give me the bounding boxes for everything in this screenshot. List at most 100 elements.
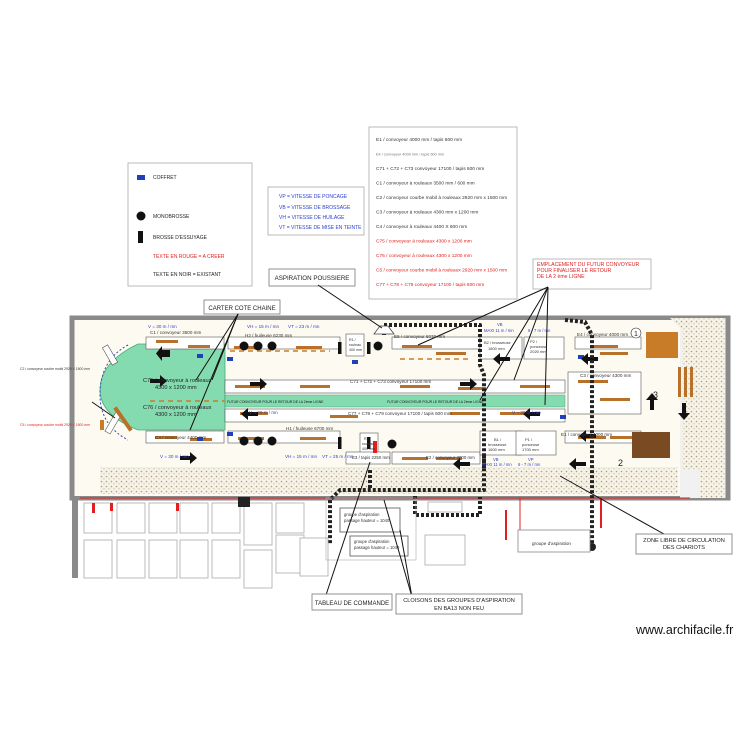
callout-leaders (91, 284, 681, 598)
legend-monobrosse-label: MONOBROSSE (153, 214, 190, 220)
storage-box-top (646, 332, 678, 358)
tableau-callout-label: TABLEAU DE COMMANDE (315, 601, 389, 607)
zone-callout-line-1: ZONE LIBRE DE CIRCULATION (643, 538, 725, 544)
tableau-callout (311, 593, 393, 611)
zone-callout-line-2: DES CHARIOTS (663, 545, 705, 551)
c4-label: C4 / convoyeur 4400 mm (155, 435, 206, 440)
e5-label: E5 / convoyeur 6070 mm (394, 334, 445, 339)
cloisons-callout-line-1: CLOISONS DES GROUPES D'ASPIRATION (403, 598, 515, 604)
future-callout-line-3: DE LA 2 ème LIGNE (537, 274, 585, 280)
equipment-list-item: C4 / convoyeur à rouleaux 4400 X 600 mm (376, 224, 467, 230)
marker-3-label: 3 (653, 390, 658, 400)
groupe2-label-2: passage hauteur = 1040 (354, 545, 400, 550)
equipment-list-item: E4 / convoyeur 4000 mm / tapis 600 mm (376, 153, 444, 157)
e3-belt (345, 451, 391, 465)
vp-top-value: 6 - 7 m / mn (528, 328, 551, 333)
speed-vh-label: VH = VITESSE DE HUILAGE (279, 215, 345, 221)
legend-box: COFFRET MONOBROSSE BROSSE D'ESSUYAGE TEX… (127, 162, 253, 287)
future-conveyor-label-2: FUTUR CONVOYEUR POUR LE RETOUR DE LA 2èm… (387, 400, 484, 404)
r2-label-3: 400 mm (362, 447, 375, 451)
zone-libre-callout (635, 533, 733, 555)
c71-label: C71 + C72 + C73 convoyeur 17100 mm (350, 379, 431, 384)
coffret-symbol (137, 175, 145, 180)
monobrosses (239, 341, 397, 449)
legend-black-text-label: TEXTE EN NOIR = EXISTANT (153, 272, 221, 278)
groupe1-label-2: passage hauteur = 1040 (344, 518, 390, 523)
e4-label: E4 / convoyeur 4000 mm (577, 332, 628, 337)
equipment-list-item: C76 / convoyeur à rouleaux 4300 x 1200 m… (376, 253, 472, 259)
e2-label: E2 / convoyeur 3000 mm (426, 455, 475, 460)
vb-bottom-label: VB (493, 457, 499, 462)
p2-sander (523, 336, 565, 360)
marker-1-label: 1 (634, 331, 638, 338)
carter-callout-label: CARTER COTE CHAINE (208, 306, 275, 312)
groupe3-label: groupe d'aspiration (532, 541, 571, 546)
vt-bottom-speed-label: VT = 25 m / mn (322, 454, 354, 459)
future-callout-line-1: EMPLACEMENT DU FUTUR CONVOYEUR (537, 262, 639, 268)
future-callout-line-2: POUR FINALISER LE RETOUR (537, 268, 612, 274)
wiping-brushes (338, 342, 371, 449)
groupe1-label-1: groupe d'aspiration (344, 512, 380, 517)
v-mid-speed-label: V = 30 m / mn (249, 410, 278, 415)
v-bottom-speed-label: V = 30 m / mn (160, 454, 189, 459)
vt-top-speed-label: VT = 23 m / mn (288, 324, 320, 329)
speed-vp-label: VP = VITESSE DE PONCAGE (279, 194, 348, 200)
equipment-list-item: C3 / convoyeur à rouleaux 4300 mm x 1200… (376, 210, 478, 216)
equipment-list-item: C77 + C78 + C79 convoyeur 17100 / tapis … (376, 282, 484, 288)
p2-label-1: P2 / (530, 339, 538, 344)
curved-conveyors (99, 344, 133, 441)
future-conveyor-label: FUTUR CONVOYEUR POUR LE RETOUR DE LA 2èm… (227, 400, 324, 404)
c76-label-2: 4300 x 1200 mm (155, 412, 197, 418)
equipment-list-item: C2 / convoyeur courbe mobil à rouleaux 2… (376, 195, 507, 201)
r1-label-2: rouleau (349, 343, 361, 347)
v-mid2-speed-label: V = 30 m / mn (512, 410, 541, 415)
equipment-list-box: E1 / convoyeur 4000 mm / tapis 600 mm E4 … (368, 126, 518, 300)
e1-label: E1 / convoyeur 4000 mm (561, 432, 612, 437)
r1-roller (345, 333, 365, 357)
b1-brush-machine (479, 430, 523, 456)
aspiration-group-2 (349, 535, 409, 557)
vp-bottom-value: 6 - 7 m / mn (518, 462, 541, 467)
r2-label-1: R2 / (364, 437, 371, 441)
vb-top-value: MAXI 11 m / mn (484, 328, 514, 333)
equipment-list-item: E1 / convoyeur 4000 mm / tapis 600 mm (376, 137, 462, 143)
monobrosse-symbol (136, 211, 146, 221)
storage-box-bottom (632, 432, 670, 458)
equipment-list: E1 / convoyeur 4000 mm / tapis 600 mm E4 … (376, 137, 507, 288)
h2-label: H2 / huileuse 6230 mm (245, 333, 292, 338)
aspiration-ducts (328, 318, 596, 551)
equipment-list-item: C71 + C72 + C73 convoyeur 17100 / tapis … (376, 166, 484, 172)
aspiration-group-3 (517, 529, 591, 553)
c3-label: C3 / convoyeur 4300 mm (580, 373, 631, 378)
b1-label-2: brosseuse (488, 442, 507, 447)
e3-label: E3 / tapis 2250 mm (352, 455, 390, 460)
equipment-list-item: C5 / convoyeur courbe mobil à rouleaux 2… (376, 268, 507, 274)
legend-coffret-label: COFFRET (153, 175, 177, 181)
r2-label-2: rouleau (362, 442, 374, 446)
r1-label-3: 400 mm (349, 348, 362, 352)
brosse-symbol (138, 231, 143, 243)
aspiration-callout-label: ASPIRATION POUSSIERE (275, 275, 350, 282)
c1-label: C1 / convoyeur 3500 mm (150, 330, 201, 335)
cloisons-callout-line-2: EN BA13 NON FEU (434, 606, 484, 612)
r1-label-1: R1 / (349, 338, 356, 342)
b2-label-1: B2 / brosseuse (484, 340, 511, 345)
p1-label-2: ponceuse (522, 442, 540, 447)
red-markers (92, 441, 602, 540)
future-conveyor-callout: EMPLACEMENT DU FUTUR CONVOYEUR POUR FINA… (532, 258, 652, 290)
c2-curve-label: C2 / convoyeur courbe mobil 2920 X 1500 … (20, 367, 90, 371)
groupe2-label-1: groupe d'aspiration (354, 539, 390, 544)
direction-arrows (150, 346, 690, 470)
b1-label-3: 1600 mm (488, 447, 505, 452)
h2-speed-label: VH = 15 m / mn (247, 324, 279, 329)
coffrets (197, 354, 584, 441)
b1-label-1: B1 / (494, 437, 502, 442)
c1-speed-label: V = 30 m / mn (148, 324, 177, 329)
equipment-list-item: C75 / convoyeur à rouleaux 4300 x 1200 m… (376, 239, 472, 245)
p1-sander (515, 430, 557, 456)
equipment-list-item: C1 / convoyeur à rouleaux 3500 mm / 600 … (376, 181, 475, 187)
aspiration-hood (373, 325, 395, 335)
p2-label-3: 2020 mm (530, 349, 547, 354)
vh-bottom-speed-label: VH = 15 m / mn (285, 454, 317, 459)
